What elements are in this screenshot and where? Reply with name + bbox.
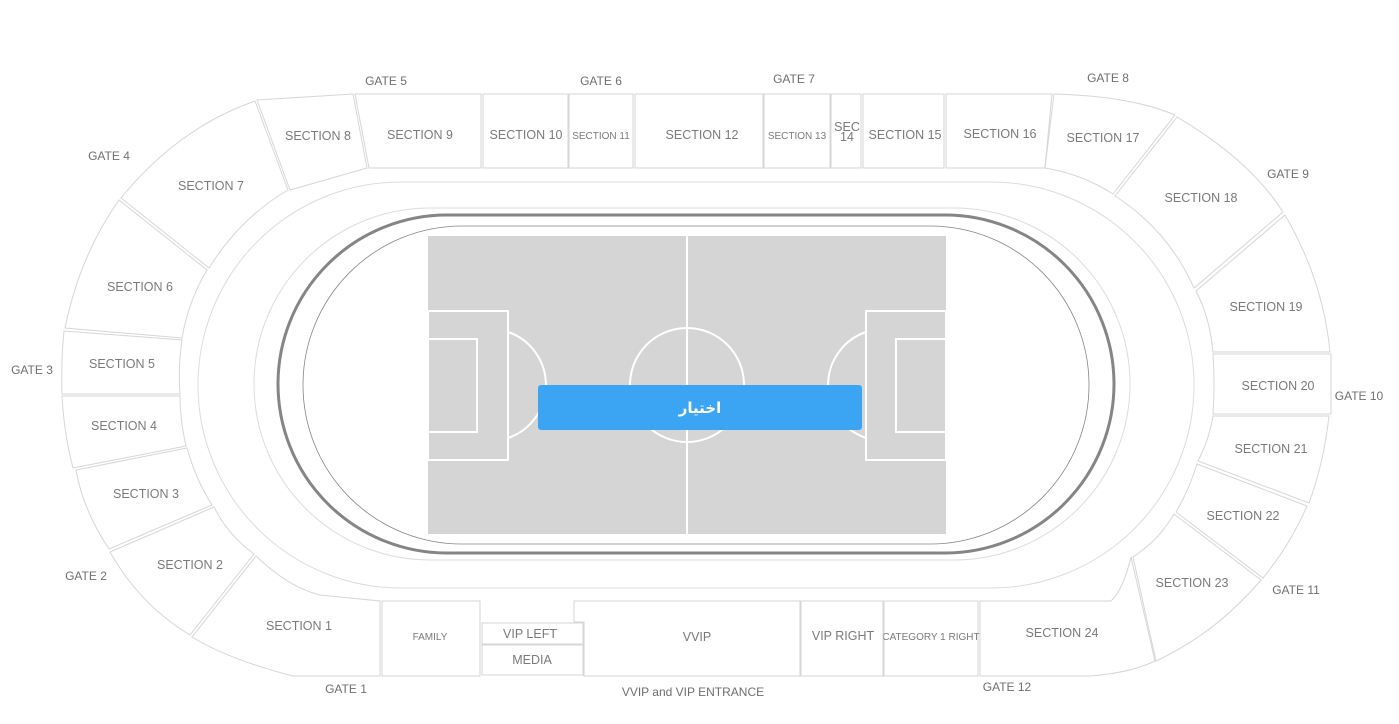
section-18[interactable]: SECTION 18 xyxy=(1114,116,1284,289)
section-13-label: SECTION 13 xyxy=(768,131,827,142)
vip-right-label: VIP RIGHT xyxy=(812,629,875,643)
section-15[interactable]: SECTION 15 xyxy=(862,93,945,169)
section-20[interactable]: SECTION 20 xyxy=(1212,353,1332,415)
section-23-label: SECTION 23 xyxy=(1156,576,1229,590)
vvip-section[interactable]: VVIP xyxy=(573,600,801,677)
media-label: MEDIA xyxy=(512,653,552,667)
gate-11-label: GATE 11 xyxy=(1272,583,1320,597)
vip-right-section[interactable]: VIP RIGHT xyxy=(800,600,884,677)
section-17-label: SECTION 17 xyxy=(1067,131,1140,145)
running-track xyxy=(276,213,1116,555)
section-7-label: SECTION 7 xyxy=(178,179,244,193)
media-section[interactable]: MEDIA xyxy=(481,644,584,676)
section-18-label: SECTION 18 xyxy=(1165,191,1238,205)
section-24[interactable]: SECTION 24 xyxy=(979,556,1156,677)
gate-7-label: GATE 7 xyxy=(773,72,815,86)
outer-concourse xyxy=(197,181,1195,589)
section-6-label: SECTION 6 xyxy=(107,280,173,294)
category-1-right[interactable]: CATEGORY 1 RIGHT xyxy=(882,600,980,677)
section-19-label: SECTION 19 xyxy=(1230,300,1303,314)
section-4[interactable]: SECTION 4 xyxy=(61,395,187,469)
section-5-label: SECTION 5 xyxy=(89,357,155,371)
section-16[interactable]: SECTION 16 xyxy=(945,93,1053,169)
select-button[interactable]: اختيار xyxy=(538,385,862,430)
section-16-label: SECTION 16 xyxy=(964,127,1037,141)
gate-3-label: GATE 3 xyxy=(11,363,53,377)
section-10[interactable]: SECTION 10 xyxy=(482,93,569,169)
section-3-label: SECTION 3 xyxy=(113,487,179,501)
vvip-label: VVIP xyxy=(683,630,712,644)
gate-1-label: GATE 1 xyxy=(325,682,367,696)
gate-12-label: GATE 12 xyxy=(983,680,1032,694)
gate-4-label: GATE 4 xyxy=(88,149,130,163)
section-1[interactable]: SECTION 1 xyxy=(191,555,381,677)
section-21[interactable]: SECTION 21 xyxy=(1197,415,1330,504)
section-10-label: SECTION 10 xyxy=(490,128,563,142)
section-14[interactable]: SEC 14 xyxy=(830,93,862,169)
gate-2-label: GATE 2 xyxy=(65,569,107,583)
track-inner-line xyxy=(302,225,1090,545)
section-13[interactable]: SECTION 13 xyxy=(763,93,831,169)
section-17[interactable]: SECTION 17 xyxy=(1044,93,1176,195)
section-2-label: SECTION 2 xyxy=(157,558,223,572)
inner-concourse xyxy=(253,207,1131,561)
vip-left-section[interactable]: VIP LEFT xyxy=(481,622,584,645)
section-12-label: SECTION 12 xyxy=(666,128,739,142)
gate-5-label: GATE 5 xyxy=(365,74,407,88)
section-3[interactable]: SECTION 3 xyxy=(75,447,213,550)
section-9[interactable]: SECTION 9 xyxy=(354,93,482,169)
section-19[interactable]: SECTION 19 xyxy=(1195,214,1331,353)
section-14-label-line1: SEC xyxy=(834,120,860,134)
section-22[interactable]: SECTION 22 xyxy=(1175,463,1308,579)
section-24-label: SECTION 24 xyxy=(1026,626,1099,640)
gate-6-label: GATE 6 xyxy=(580,74,622,88)
section-4-label: SECTION 4 xyxy=(91,419,157,433)
section-9-label: SECTION 9 xyxy=(387,128,453,142)
section-6[interactable]: SECTION 6 xyxy=(64,199,208,339)
section-20-label: SECTION 20 xyxy=(1242,379,1315,393)
vip-left-label: VIP LEFT xyxy=(503,627,557,641)
section-22-label: SECTION 22 xyxy=(1207,509,1280,523)
family-section[interactable]: FAMILY xyxy=(381,600,481,677)
family-label: FAMILY xyxy=(413,632,448,643)
section-21-label: SECTION 21 xyxy=(1235,442,1308,456)
gate-9-label: GATE 9 xyxy=(1267,167,1309,181)
section-7[interactable]: SECTION 7 xyxy=(120,100,289,269)
section-15-label: SECTION 15 xyxy=(869,128,942,142)
gate-10-label: GATE 10 xyxy=(1335,389,1384,403)
section-8-label: SECTION 8 xyxy=(285,129,351,143)
section-2[interactable]: SECTION 2 xyxy=(109,506,255,636)
vvip-entrance-label: VVIP and VIP ENTRANCE xyxy=(622,685,764,699)
section-8[interactable]: SECTION 8 xyxy=(256,93,368,191)
section-23[interactable]: SECTION 23 xyxy=(1132,513,1262,662)
section-11-label: SECTION 11 xyxy=(572,131,630,142)
section-12[interactable]: SECTION 12 xyxy=(634,93,764,169)
gate-8-label: GATE 8 xyxy=(1087,71,1129,85)
section-5[interactable]: SECTION 5 xyxy=(61,330,183,395)
section-1-label: SECTION 1 xyxy=(266,619,332,633)
category-1-right-label: CATEGORY 1 RIGHT xyxy=(882,632,979,643)
section-11[interactable]: SECTION 11 xyxy=(568,93,634,169)
section-14-label-line2: 14 xyxy=(840,130,854,144)
